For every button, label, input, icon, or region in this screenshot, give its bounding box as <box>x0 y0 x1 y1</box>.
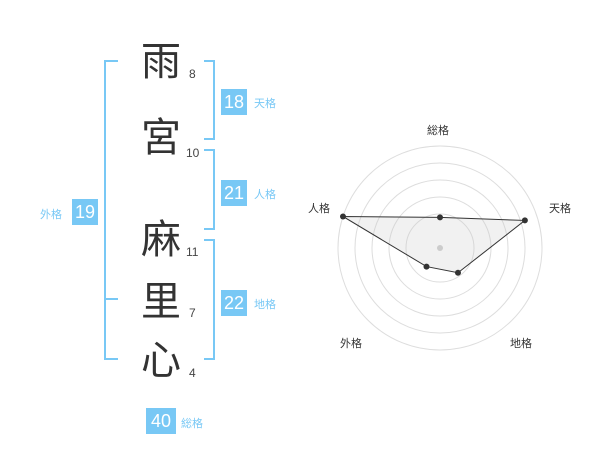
radar-ring-4 <box>354 162 526 334</box>
radar-point-1 <box>437 214 443 221</box>
tenkaku-bracket <box>204 60 215 140</box>
jinkaku-label: 人格 <box>254 188 276 201</box>
jinkaku-value: 21 <box>221 180 247 206</box>
chikaku-value: 22 <box>221 290 247 316</box>
radar-center <box>437 245 443 251</box>
stroke-count-5: 4 <box>189 366 196 380</box>
gaikaku-value: 19 <box>72 199 98 225</box>
radar-point-2 <box>521 217 528 224</box>
radar-ring-2 <box>388 196 492 300</box>
radar-ring-3 <box>371 179 509 317</box>
radar-point-4 <box>423 263 430 270</box>
radar-label-soukaku: 総格 <box>427 124 449 137</box>
stroke-count-2: 10 <box>186 146 200 160</box>
name-char-2: 宮 <box>141 115 181 161</box>
name-char-5: 心 <box>141 338 181 384</box>
radar-label-gaikaku: 外格 <box>340 337 362 350</box>
radar-label-tenkaku: 天格 <box>549 202 571 215</box>
name-char-1: 雨 <box>141 39 181 85</box>
tenkaku-label: 天格 <box>254 97 276 110</box>
soukaku-value: 40 <box>146 408 176 434</box>
radar-label-jinkaku: 人格 <box>308 202 330 215</box>
name-char-3: 麻 <box>141 217 181 263</box>
radar-label-chikaku: 地格 <box>510 337 532 350</box>
soukaku-label: 総格 <box>181 417 203 430</box>
stroke-count-4: 7 <box>189 306 196 320</box>
radar-ring-5 <box>337 145 543 351</box>
name-char-4: 里 <box>141 279 181 325</box>
chikaku-bracket <box>204 239 215 360</box>
radar-point-5 <box>339 213 346 220</box>
radar-polygon <box>341 215 527 274</box>
chikaku-label: 地格 <box>254 298 276 311</box>
radar-ring-1 <box>405 213 475 283</box>
tenkaku-value: 18 <box>221 89 247 115</box>
jinkaku-bracket <box>204 149 215 230</box>
stroke-count-3: 11 <box>186 245 199 259</box>
radar-point-3 <box>454 269 461 276</box>
gaikaku-bracket <box>104 60 118 360</box>
stroke-count-1: 8 <box>189 67 196 81</box>
gaikaku-label: 外格 <box>40 208 62 221</box>
